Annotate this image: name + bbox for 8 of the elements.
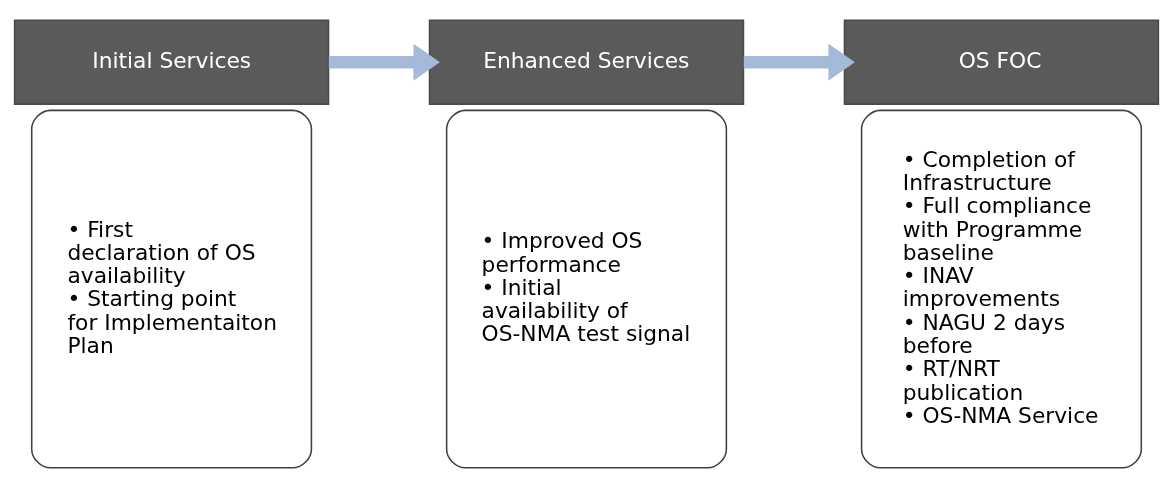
node-box: • Completion of Infrastructure • Full compliance with Programme baseline • INAV improvements • NAGU 2 days before • RT/NRT publication • OS-NMA Service xyxy=(860,109,1143,469)
node-box: • First declaration of OS availability • Starting point for Implementaiton Plan xyxy=(30,109,313,469)
arrow xyxy=(328,43,440,81)
arrow xyxy=(743,43,855,81)
node-box: Enhanced Services xyxy=(428,19,745,105)
node-box: OS FOC xyxy=(843,19,1160,105)
node-box: Initial Services xyxy=(13,19,330,105)
node-box: • Improved OS performance • Initial availability of OS-NMA test signal xyxy=(445,109,728,469)
